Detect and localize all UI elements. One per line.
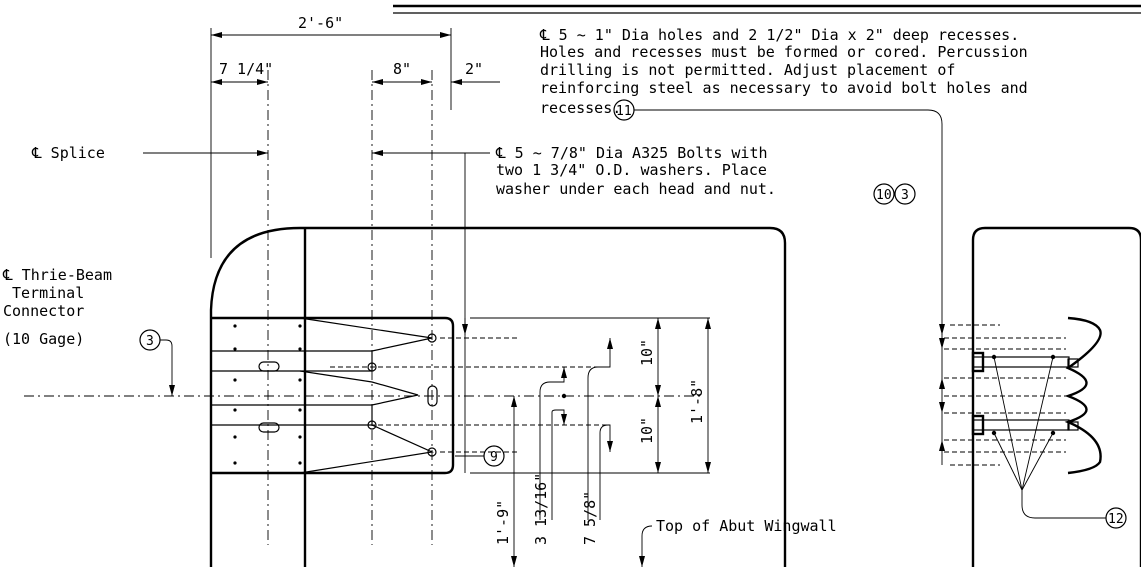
svg-text:12: 12	[1108, 512, 1124, 527]
thrie-beam-label-4: (10 Gage)	[3, 330, 84, 348]
splice-label: ℄ Splice	[31, 144, 105, 162]
holes-note-line5: recesses.	[540, 99, 621, 117]
thrie-beam-connector	[211, 316, 455, 475]
thrie-leader	[160, 339, 173, 396]
dim-overall-width: 2'-6"	[298, 14, 343, 32]
thrie-beam-label-1: ℄ Thrie-Beam	[2, 266, 112, 284]
thrie-beam-label-3: Connector	[3, 302, 84, 320]
splice-leader	[143, 150, 490, 335]
top-dimensions	[210, 28, 500, 258]
thrie-beam-label-2: Terminal	[12, 284, 84, 302]
callout-3-left: 3	[139, 329, 161, 351]
top-of-abut-leader	[641, 525, 653, 567]
vertical-dimensions	[464, 318, 711, 567]
svg-text:3: 3	[901, 188, 909, 203]
dim-height-to-centerline: 1'-9"	[494, 500, 512, 545]
wingwall-outline	[209, 226, 787, 567]
callout-3-top: 3	[894, 183, 916, 205]
callout-11: 11	[613, 99, 635, 121]
svg-text:3: 3	[146, 334, 154, 349]
holes-note-line4: reinforcing steel as necessary to avoid …	[540, 79, 1028, 97]
callout-9: 9	[455, 445, 505, 467]
svg-text:9: 9	[490, 450, 498, 465]
dim-small-offset: 3 13/16"	[532, 473, 550, 545]
svg-text:10: 10	[876, 188, 892, 203]
holes-leader	[634, 109, 943, 335]
bolts-note-line2: two 1 3/4" O.D. washers. Place	[496, 161, 767, 179]
top-of-abut-label: Top of Abut Wingwall	[656, 517, 837, 535]
dim-vertical-total: 1'-8"	[688, 379, 706, 424]
holes-note-line1: ℄ 5 ~ 1" Dia holes and 2 1/2" Dia x 2" d…	[539, 26, 1019, 44]
dim-bolt-spacing: 8"	[393, 60, 411, 78]
dim-edge-distance: 2"	[465, 60, 483, 78]
dim-vertical-upper: 10"	[638, 339, 656, 366]
callout-10: 10	[873, 183, 895, 205]
callout-12: 12	[1105, 507, 1127, 529]
bolts-note-line3: washer under each head and nut.	[496, 180, 776, 198]
holes-note-line2: Holes and recesses must be formed or cor…	[540, 43, 1028, 61]
holes-note-line3: drilling is not permitted. Adjust placem…	[540, 61, 955, 79]
dim-vertical-lower: 10"	[638, 417, 656, 444]
title-border	[393, 4, 1141, 14]
horizontal-centerlines	[24, 317, 710, 474]
vertical-centerlines	[267, 70, 433, 545]
svg-text:11: 11	[616, 104, 632, 119]
dim-left-offset: 7 1/4"	[219, 60, 273, 78]
bolts-note-line1: ℄ 5 ~ 7/8" Dia A325 Bolts with	[495, 144, 768, 162]
dim-bolt-offset: 7 5/8"	[581, 491, 599, 545]
section-view	[939, 226, 1141, 567]
